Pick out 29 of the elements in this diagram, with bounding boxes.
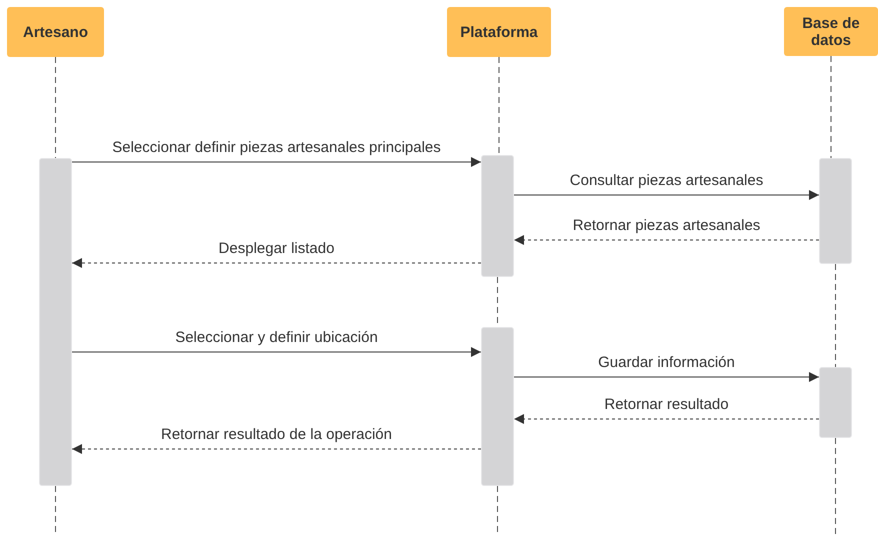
participant-box: Plataforma bbox=[447, 7, 551, 57]
participant-box: Base de datos bbox=[784, 7, 878, 56]
message-label: Retornar resultado bbox=[604, 396, 729, 414]
message-label: Retornar piezas artesanales bbox=[572, 217, 760, 235]
message-label: Retornar resultado de la operación bbox=[161, 426, 392, 444]
message-arrow bbox=[72, 157, 482, 167]
activation-bar bbox=[481, 155, 514, 277]
lifeline bbox=[835, 438, 836, 536]
activation-bar bbox=[819, 158, 852, 264]
lifeline bbox=[55, 56, 56, 158]
message-arrow bbox=[514, 190, 820, 200]
message-label: Consultar piezas artesanales bbox=[570, 172, 764, 190]
lifeline bbox=[830, 56, 832, 158]
return-message-arrow bbox=[72, 258, 482, 268]
activation-bar bbox=[39, 158, 72, 486]
message-arrow bbox=[72, 347, 482, 357]
message-label: Desplegar listado bbox=[218, 240, 334, 258]
return-message-arrow bbox=[514, 235, 820, 245]
lifeline bbox=[835, 264, 836, 368]
activation-bar bbox=[819, 367, 852, 438]
message-arrow bbox=[514, 372, 820, 382]
participant-box: Artesano bbox=[7, 7, 104, 57]
message-label: Guardar información bbox=[598, 354, 735, 372]
lifeline bbox=[498, 56, 500, 156]
activation-bar bbox=[481, 327, 514, 486]
return-message-arrow bbox=[72, 444, 482, 454]
return-message-arrow bbox=[514, 414, 820, 424]
message-label: Seleccionar definir piezas artesanales principales bbox=[112, 139, 441, 157]
message-label: Seleccionar y definir ubicación bbox=[175, 329, 378, 347]
